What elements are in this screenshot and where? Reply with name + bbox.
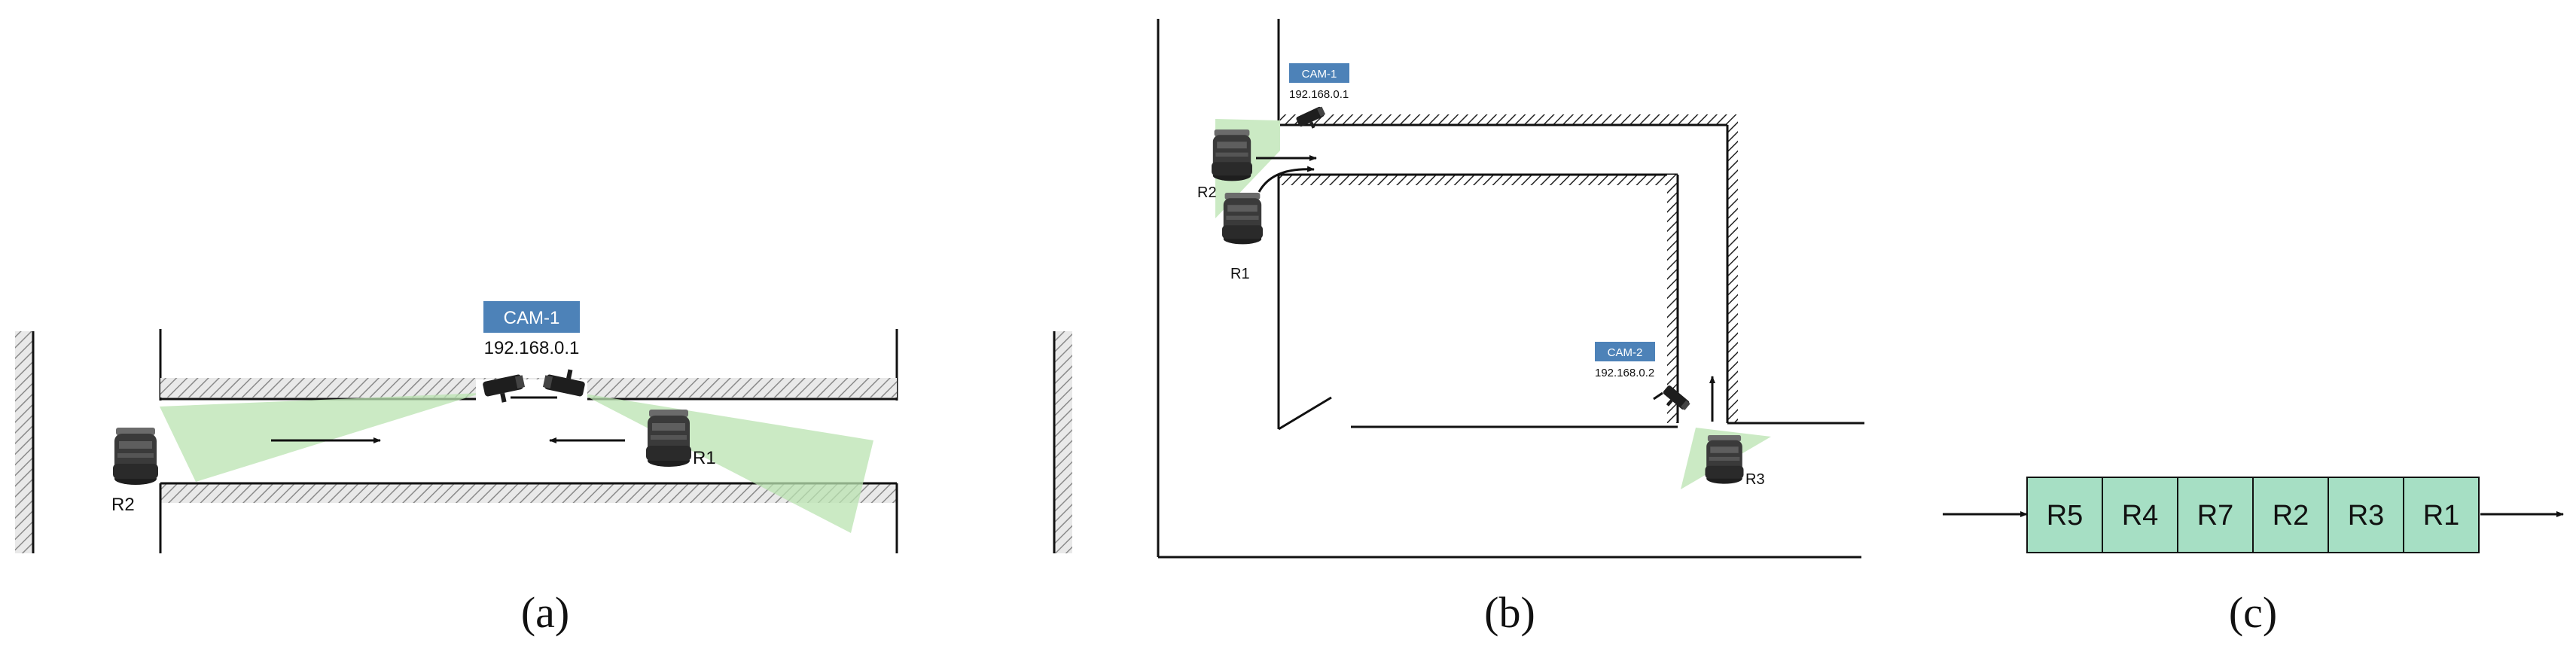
robot-icon (1222, 193, 1263, 245)
camera-1-ip: 192.168.0.1 (1289, 88, 1349, 101)
camera-2-ip: 192.168.0.2 (1595, 367, 1654, 379)
queue: R5 R4 R7 R2 R3 R1 (2026, 477, 2480, 553)
queue-cell (2102, 477, 2178, 553)
queue-cell (2177, 477, 2254, 553)
right-wall-hatch (1054, 331, 1072, 553)
camera-1-name: CAM-1 (1302, 68, 1337, 81)
left-wall-hatch (15, 331, 33, 553)
arrow-turn (1258, 166, 1315, 193)
caption-b: (b) (1484, 588, 1535, 637)
robot-icon (646, 410, 691, 467)
panel-c: R5 R4 R7 R2 R3 R1 (c) (1943, 477, 2564, 637)
camera-name: CAM-1 (504, 308, 560, 328)
robot-icon (113, 428, 158, 485)
fov-right (580, 393, 873, 533)
queue-cell-label: R7 (2197, 500, 2234, 532)
caption-c: (c) (2229, 588, 2277, 637)
camera-ip: 192.168.0.1 (484, 338, 580, 358)
robot-label-r2: R2 (1197, 184, 1217, 201)
fov-left (160, 393, 482, 482)
panel-b: CAM-1 192.168.0.1 R2 R1 CAM-2 192.168.0.… (1157, 19, 1864, 637)
queue-cell (2403, 477, 2480, 553)
queue-cell-label: R3 (2348, 500, 2385, 532)
camera-badge (483, 301, 580, 333)
robot-label: R2 (111, 495, 135, 515)
queue-cell-label: R1 (2423, 500, 2460, 532)
camera-icon (482, 364, 588, 406)
door-line (1278, 396, 1332, 431)
queue-cell-label: R2 (2273, 500, 2309, 532)
queue-cell-label: R4 (2122, 500, 2159, 532)
robot-label-r1: R1 (1230, 266, 1250, 282)
robot-icon (1705, 435, 1744, 484)
caption-a: (a) (521, 588, 569, 637)
robot-icon (1212, 129, 1252, 181)
queue-cell-label: R5 (2047, 500, 2084, 532)
queue-cell (2252, 477, 2329, 553)
panel-a: CAM-1 192.168.0.1 R1 R2 (a) (15, 301, 1072, 637)
robot-label: R1 (693, 448, 716, 468)
queue-cell (2026, 477, 2103, 553)
camera-2-name: CAM-2 (1608, 346, 1643, 359)
robot-label-r3: R3 (1745, 471, 1765, 488)
